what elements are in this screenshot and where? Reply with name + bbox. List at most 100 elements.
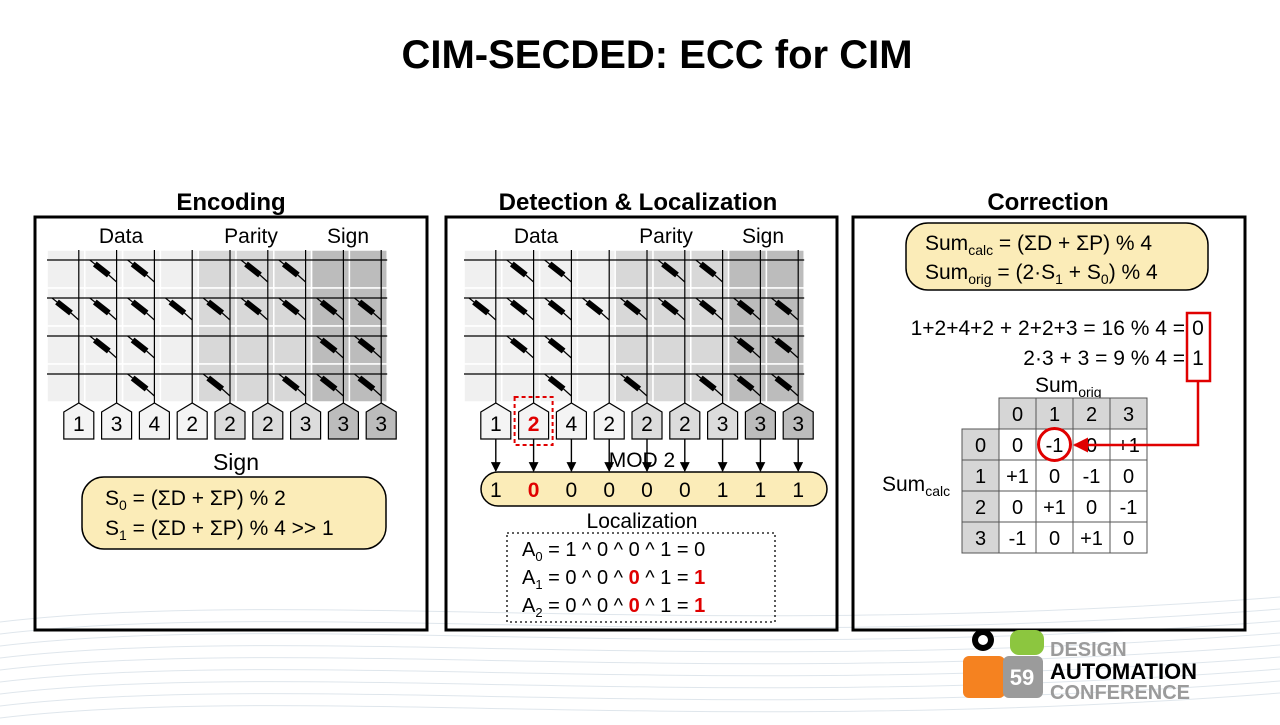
formula-sum-calc: Sumcalc = (ΣD + ΣP) % 4	[925, 232, 1152, 258]
memristor	[354, 297, 382, 321]
formula-s0: S0 = (ΣD + ΣP) % 2	[105, 487, 286, 513]
table-cell-value: +1	[1006, 466, 1029, 488]
wave-line	[0, 608, 1280, 635]
memristor	[127, 335, 155, 359]
memristor	[544, 297, 572, 321]
calc-line-2-result: 1	[1192, 347, 1204, 370]
table-col-header: 2	[1086, 404, 1097, 426]
table-cell-value: +1	[1043, 497, 1066, 519]
dac-logo: 59 DESIGN AUTOMATION CONFERENCE	[963, 629, 1197, 704]
memristor	[506, 335, 535, 359]
memristor	[316, 373, 344, 397]
table-cell	[998, 428, 1037, 461]
detection-parity-label: Parity	[639, 225, 693, 248]
table-cell	[1109, 490, 1148, 523]
memristor	[657, 297, 686, 321]
adc-value: 2	[262, 413, 274, 436]
table-row-header: 0	[975, 435, 986, 457]
table-col-header-cell	[998, 397, 1037, 430]
memristor	[51, 297, 80, 321]
memristor	[278, 259, 307, 283]
adc-block	[327, 402, 359, 440]
mod2-value: 1	[717, 479, 729, 502]
table-row-label: Sumcalc	[882, 473, 950, 499]
logo-line-3: CONFERENCE	[1050, 682, 1190, 704]
localization-equation: A1 = 0 ^ 0 ^ 0 ^ 1 = 1	[522, 567, 705, 592]
adc-block	[744, 402, 777, 440]
adc-block	[252, 402, 284, 440]
table-cell	[1035, 490, 1074, 523]
memristor	[127, 297, 155, 321]
table-cell-value: +1	[1080, 528, 1103, 550]
memristor	[89, 297, 118, 321]
adc-block	[706, 402, 739, 440]
localization-equations: A0 = 1 ^ 0 ^ 0 ^ 1 = 0 A1 = 0 ^ 0 ^ 0 ^ 1…	[522, 539, 705, 620]
calc-line-2: 2·3 + 3 = 9 % 4 =	[1023, 347, 1185, 370]
table-cell-value: 0	[1123, 466, 1134, 488]
detection-crossbar	[463, 249, 805, 406]
adc-value: 3	[717, 413, 729, 436]
table-row-header: 2	[975, 497, 986, 519]
correction-panel	[851, 215, 1247, 632]
correction-arrow	[1073, 381, 1200, 453]
adc-block	[593, 402, 625, 440]
table-cell-value: 0	[1049, 466, 1060, 488]
adc-block	[365, 402, 397, 440]
mod2-value: 0	[528, 479, 540, 502]
logo-dot-inner	[978, 635, 988, 645]
memristor	[544, 259, 572, 283]
background-waves	[0, 596, 1280, 719]
encoding-crossbar	[46, 249, 388, 406]
memristor	[695, 297, 724, 321]
adc-value: 4	[149, 413, 161, 436]
table-cell	[998, 490, 1037, 523]
localization-label: Localization	[587, 510, 698, 533]
adc-value: 2	[224, 413, 236, 436]
table-cell-value: -1	[1083, 466, 1101, 488]
adc-block	[631, 402, 663, 440]
detection-panel	[444, 215, 839, 632]
detection-data-label: Data	[514, 225, 559, 248]
calc-line-1-result: 0	[1192, 317, 1204, 340]
table-cell	[1109, 459, 1148, 492]
logo-number: 59	[1010, 665, 1034, 690]
correction-callout	[905, 222, 1209, 291]
adc-block	[100, 402, 133, 440]
adc-value: 1	[73, 413, 85, 436]
memristor	[506, 297, 535, 321]
adc-block	[138, 402, 170, 440]
calc-line-1: 1+2+4+2 + 2+2+3 = 16 % 4 =	[911, 317, 1185, 340]
memristor	[468, 297, 497, 321]
table-cell-value: -1	[1009, 528, 1027, 550]
mod2-label: MOD 2	[609, 449, 676, 472]
adc-value: 2	[641, 413, 653, 436]
formula-sum-orig: Sumorig = (2·S1 + S0) % 4	[925, 261, 1158, 287]
memristor	[240, 297, 269, 321]
encoding-data-label: Data	[99, 225, 144, 248]
mod2-value: 1	[792, 479, 804, 502]
memristor	[89, 335, 118, 359]
localization-box	[506, 532, 776, 623]
adc-block	[669, 402, 701, 440]
logo-gray-shape	[1003, 656, 1043, 698]
mod2-bar	[480, 471, 828, 507]
adc-value: 2	[679, 413, 691, 436]
table-cell	[1035, 521, 1074, 554]
table-col-header: 0	[1012, 404, 1023, 426]
adc-value: 3	[111, 413, 123, 436]
slide-title: CIM-SECDED: ECC for CIM	[401, 33, 912, 77]
memristor	[733, 297, 761, 321]
logo-line-1: DESIGN	[1050, 639, 1127, 661]
mod2-value: 0	[603, 479, 615, 502]
adc-value: 2	[603, 413, 615, 436]
adc-block	[63, 402, 95, 440]
localization-equation: A0 = 1 ^ 0 ^ 0 ^ 1 = 0	[522, 539, 705, 564]
adc-value: 3	[338, 413, 350, 436]
table-cell-value: 0	[1086, 497, 1097, 519]
memristor	[354, 373, 382, 397]
table-cell	[998, 521, 1037, 554]
adc-value: 4	[566, 413, 578, 436]
